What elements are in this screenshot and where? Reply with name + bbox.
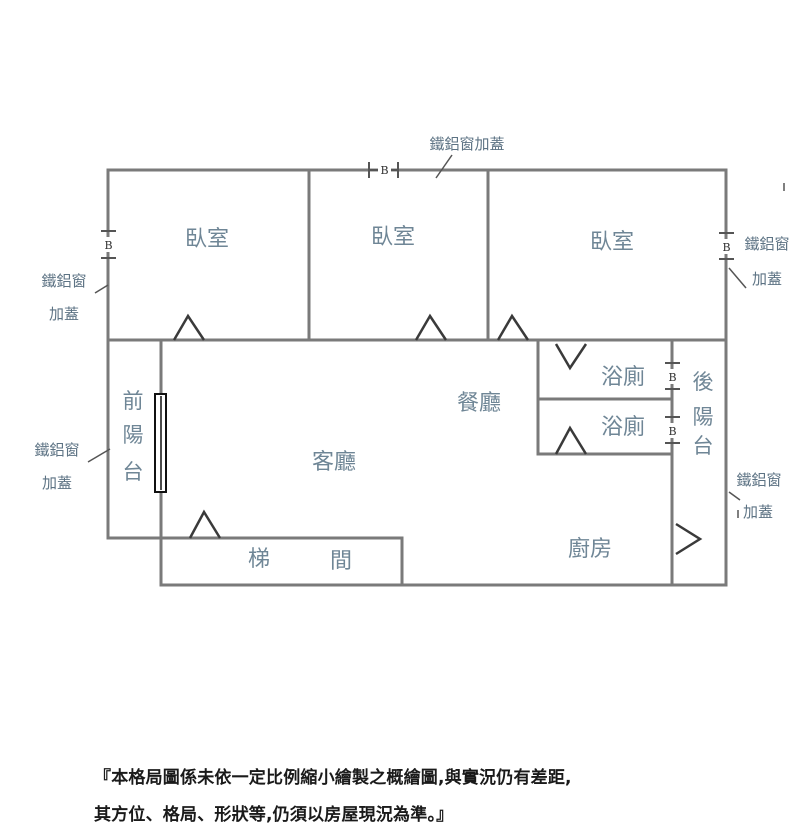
note-top-window: 鐵鋁窗加蓋 bbox=[429, 135, 504, 153]
room-label-living: 客廳 bbox=[312, 450, 356, 475]
leader-lines bbox=[87, 154, 785, 518]
window-mark-top: B bbox=[368, 162, 399, 178]
note-right-balcony-2: 加蓋 bbox=[743, 503, 773, 521]
leader-left-balcony bbox=[87, 448, 111, 463]
window-marks: B B B B B bbox=[101, 162, 734, 444]
room-label-bath-2: 浴廁 bbox=[601, 415, 645, 440]
note-left-balcony-1: 鐵鋁窗 bbox=[34, 441, 79, 459]
room-label-kitchen: 廚房 bbox=[568, 537, 612, 562]
front-balcony-sliding-window bbox=[154, 393, 167, 493]
room-label-bedroom-right: 臥室 bbox=[590, 230, 634, 255]
room-label-front-balcony-1: 前 bbox=[123, 389, 144, 413]
doors bbox=[172, 313, 703, 556]
door-bath-1 bbox=[554, 343, 588, 371]
note-right-window-2: 加蓋 bbox=[752, 270, 782, 288]
window-mark-label: B bbox=[668, 371, 676, 384]
window-mark-label: B bbox=[722, 241, 730, 254]
window-mark-bath-1: B bbox=[665, 362, 680, 390]
window-mark-right-bedroom: B bbox=[719, 232, 734, 260]
note-left-balcony-2: 加蓋 bbox=[42, 474, 72, 492]
room-label-stair-1: 梯 bbox=[248, 547, 270, 572]
window-mark-bath-2: B bbox=[665, 416, 680, 444]
disclaimer-line-2: 其方位、格局、形狀等,仍須以房屋現況為準。』 bbox=[94, 805, 454, 825]
room-label-front-balcony-3: 台 bbox=[123, 460, 144, 484]
door-bedroom-middle bbox=[414, 313, 448, 341]
leader-right-window bbox=[728, 267, 747, 289]
room-label-rear-balcony-1: 後 bbox=[693, 370, 714, 394]
note-right-window-1: 鐵鋁窗 bbox=[744, 235, 789, 253]
note-left-window-2: 加蓋 bbox=[49, 305, 79, 323]
room-label-front-balcony-2: 陽 bbox=[123, 423, 144, 447]
room-label-stair-2: 間 bbox=[330, 549, 352, 574]
door-entrance bbox=[188, 509, 222, 539]
door-bath-2 bbox=[554, 425, 588, 455]
window-mark-label: B bbox=[104, 239, 112, 252]
room-label-bedroom-middle: 臥室 bbox=[371, 225, 415, 250]
room-label-rear-balcony-3: 台 bbox=[693, 434, 714, 458]
note-right-balcony-1: 鐵鋁窗 bbox=[736, 471, 781, 489]
annotations: 鐵鋁窗加蓋 鐵鋁窗 加蓋 鐵鋁窗 加蓋 鐵鋁窗 加蓋 鐵鋁窗 加蓋 bbox=[34, 135, 789, 521]
room-label-bedroom-left: 臥室 bbox=[185, 227, 229, 252]
door-bedroom-right bbox=[496, 313, 530, 341]
door-bedroom-left bbox=[172, 313, 206, 341]
room-label-dining: 餐廳 bbox=[457, 391, 501, 416]
window-mark-label: B bbox=[668, 425, 676, 438]
window-mark-label: B bbox=[380, 164, 388, 177]
leader-left-window bbox=[94, 284, 109, 294]
room-label-bath-1: 浴廁 bbox=[601, 365, 645, 390]
disclaimer-line-1: 『本格局圖係未依一定比例縮小繪製之概繪圖,與實況仍有差距, bbox=[94, 768, 572, 788]
door-rear-balcony bbox=[675, 522, 703, 556]
note-left-window-1: 鐵鋁窗 bbox=[41, 272, 86, 290]
room-label-rear-balcony-2: 陽 bbox=[693, 405, 714, 429]
leader-top-window bbox=[435, 154, 453, 179]
leader-right-balcony bbox=[728, 491, 741, 501]
room-labels: 臥室 臥室 臥室 餐廳 客廳 浴廁 浴廁 廚房 梯 間 前 陽 台 後 陽 台 bbox=[123, 225, 714, 574]
window-mark-left-bedroom: B bbox=[101, 230, 116, 259]
